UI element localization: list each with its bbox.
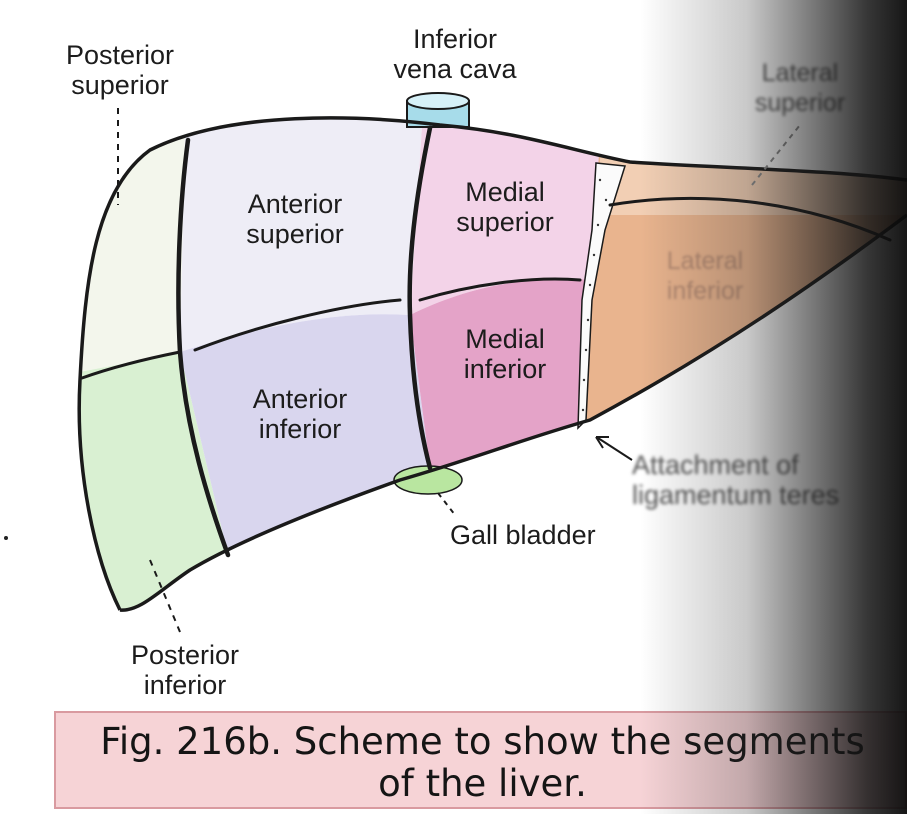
figure-caption: Fig. 216b. Scheme to show the segments o… bbox=[100, 720, 865, 805]
label-medial-inferior: Medial inferior bbox=[463, 324, 547, 384]
label-inferior-vena-cava: Inferior vena cava bbox=[393, 24, 517, 84]
label-attachment-ligamentum-teres: Attachment of ligamentum teres bbox=[632, 450, 840, 510]
label-lateral-inferior: Lateral inferior bbox=[666, 247, 744, 305]
segment-medial-superior-fill bbox=[410, 117, 610, 315]
label-medial-superior: Medial superior bbox=[456, 177, 554, 237]
label-anterior-superior: Anterior superior bbox=[246, 189, 344, 249]
label-gall-bladder: Gall bladder bbox=[450, 520, 596, 550]
label-posterior-superior: Posterior superior bbox=[65, 40, 175, 100]
label-anterior-inferior: Anterior inferior bbox=[252, 384, 348, 444]
segment-medial-inferior-fill bbox=[410, 279, 590, 468]
label-lateral-superior: Lateral superior bbox=[754, 59, 846, 117]
label-posterior-inferior: Posterior inferior bbox=[130, 640, 240, 700]
segment-posterior-inferior-fill bbox=[79, 352, 228, 611]
segment-anterior-superior-fill bbox=[180, 117, 430, 352]
scan-speck bbox=[4, 536, 8, 540]
caption-box: Fig. 216b. Scheme to show the segments o… bbox=[54, 711, 907, 809]
ligament-dots bbox=[581, 178, 608, 412]
